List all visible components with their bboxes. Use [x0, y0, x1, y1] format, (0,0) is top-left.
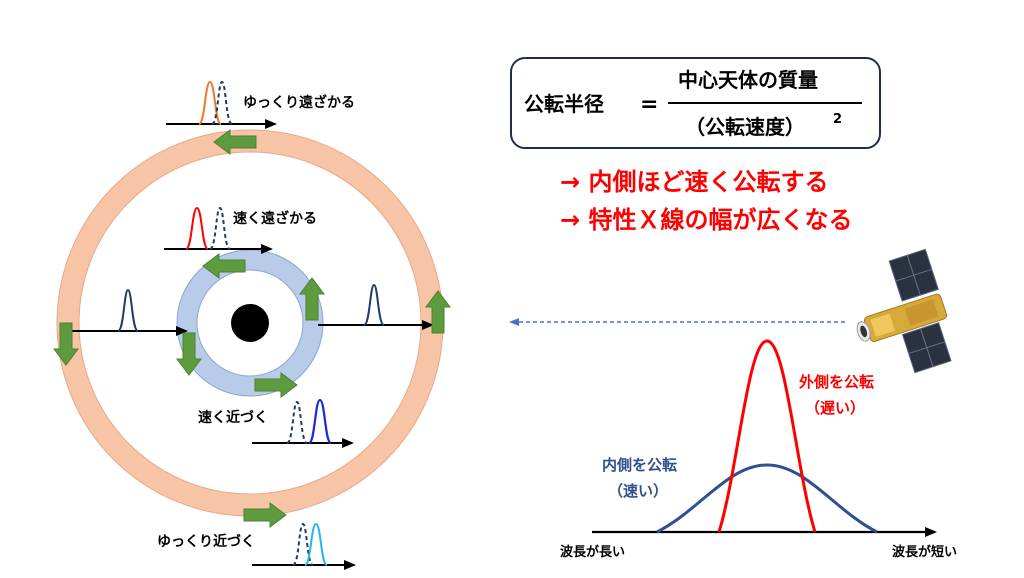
spectrum-outer-narrow — [717, 339, 817, 533]
formula-exponent: 2 — [833, 112, 842, 127]
black-hole-icon — [231, 304, 269, 342]
emission-line-inner-bottom — [307, 398, 333, 445]
satellite-icon — [856, 248, 952, 374]
emission-line-outer-bottom — [304, 522, 328, 566]
inner-orbit-ring — [177, 250, 323, 396]
label-outer-spectrum: 外側を公転 — [798, 373, 874, 391]
label-outer-bottom: ゆっくり近づく — [157, 533, 255, 550]
label-inner-top: 速く遠ざかる — [233, 210, 317, 227]
label-inner-spectrum-sub: （速い） — [608, 482, 668, 500]
axis-label-long: 波長が長い — [560, 544, 625, 560]
emission-line-right — [363, 283, 385, 326]
formula-equals: = — [640, 92, 658, 117]
label-outer-spectrum-sub: （遅い） — [805, 399, 865, 417]
emission-line-left — [117, 288, 139, 332]
conclusion-2: → 特性Ｘ線の幅が広くなる — [560, 206, 852, 234]
formula-numerator: 中心天体の質量 — [678, 68, 818, 92]
emission-line-inner-top — [185, 206, 209, 250]
orbit-diagram: ゆっくり遠ざかる 速く遠ざかる 速く近づく ゆっくり近づく — [53, 80, 451, 570]
label-inner-spectrum: 内側を公転 — [602, 456, 677, 474]
emission-line-outer-top — [198, 80, 222, 125]
formula-box: 公転半径 = 中心天体の質量 （公転速度） 2 — [510, 57, 881, 149]
label-outer-top: ゆっくり遠ざかる — [243, 94, 355, 111]
conclusion-1: → 内側ほど速く公転する — [560, 168, 828, 196]
spectrum-inner-broad — [656, 463, 878, 534]
formula-lhs: 公転半径 — [524, 92, 604, 116]
label-inner-bottom: 速く近づく — [198, 409, 268, 426]
formula-denominator: （公転速度） — [685, 115, 805, 139]
spectrum-plot: 外側を公転 （遅い） 内側を公転 （速い） 波長が長い 波長が短い — [560, 339, 957, 560]
axis-label-short: 波長が短い — [892, 544, 957, 560]
